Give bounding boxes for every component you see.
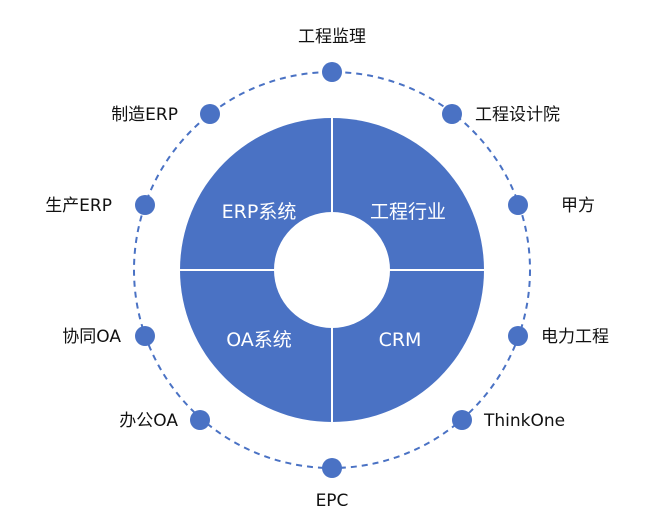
node-dot-right-upper xyxy=(508,195,528,215)
node-dot-top-left xyxy=(200,104,220,124)
node-label-right-lower: 电力工程 xyxy=(541,327,609,347)
node-label-right-upper: 甲方 xyxy=(561,196,595,216)
node-dot-bottom-right xyxy=(452,410,472,430)
quadrant-label-engineering: 工程行业 xyxy=(370,201,446,223)
node-label-bottom: EPC xyxy=(316,491,349,511)
node-dot-left-upper xyxy=(135,195,155,215)
node-label-top-left: 制造ERP xyxy=(111,105,178,125)
node-label-bottom-left: 办公OA xyxy=(119,411,178,431)
node-dot-left-lower xyxy=(135,326,155,346)
node-label-left-lower: 协同OA xyxy=(62,327,121,347)
node-dot-top xyxy=(322,62,342,82)
node-label-bottom-right: ThinkOne xyxy=(483,411,565,431)
quadrant-label-crm: CRM xyxy=(379,329,422,351)
node-dot-right-lower xyxy=(508,326,528,346)
node-label-left-upper: 生产ERP xyxy=(45,196,112,216)
quadrant-label-erp: ERP系统 xyxy=(222,201,297,223)
node-dot-bottom-left xyxy=(190,410,210,430)
node-dot-bottom xyxy=(322,458,342,478)
node-dot-top-right xyxy=(442,104,462,124)
node-label-top-right: 工程设计院 xyxy=(475,105,560,125)
node-label-top: 工程监理 xyxy=(298,27,366,47)
center-hole xyxy=(274,212,390,328)
quadrant-label-oa: OA系统 xyxy=(226,329,292,351)
